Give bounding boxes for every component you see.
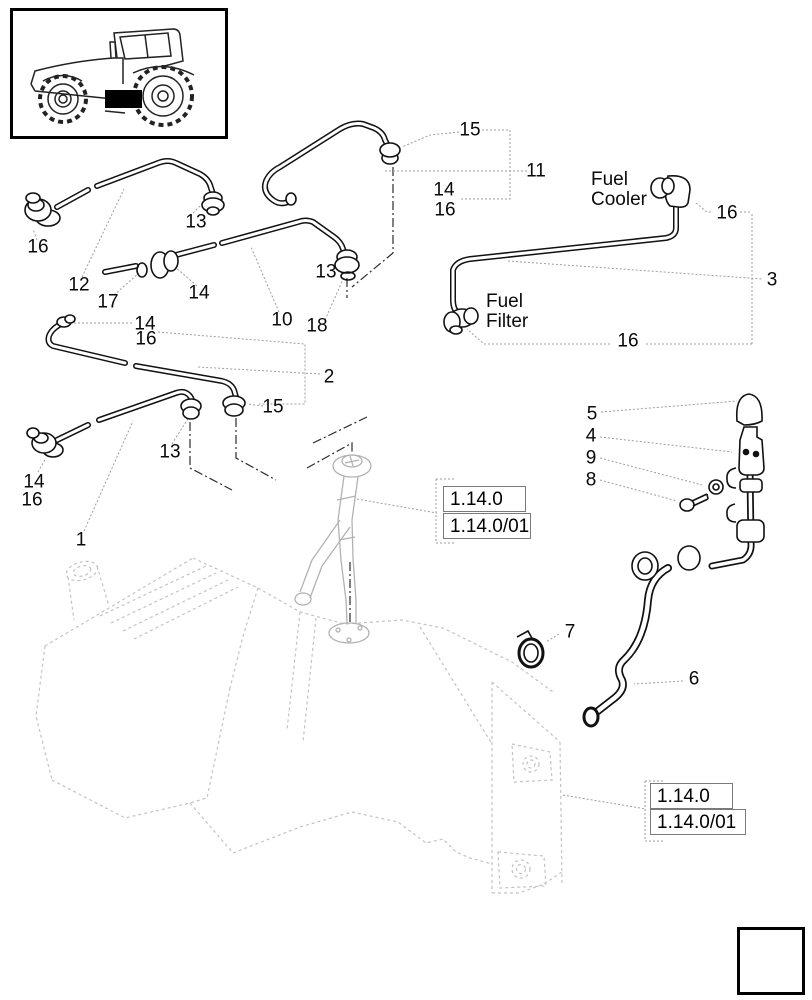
fuel-pipes	[45, 120, 755, 718]
pipe-10	[102, 217, 348, 275]
banjo-fitting-13-bottom	[180, 398, 202, 420]
vent-grommets	[631, 545, 701, 581]
callout-14-pipe2: 14	[134, 313, 156, 335]
nav-icon-frame[interactable]	[737, 927, 805, 995]
hose-6-end-cap	[582, 706, 600, 728]
callout-11: 11	[526, 160, 546, 182]
callout-5: 5	[586, 403, 598, 425]
fuel-tank-outline	[35, 557, 563, 894]
centerlines	[189, 167, 394, 624]
pipe-12	[54, 158, 216, 210]
washer-9	[708, 479, 724, 495]
callout-2: 2	[323, 366, 335, 388]
fuel-cooler-fitting	[650, 174, 691, 208]
callout-15-top: 15	[459, 119, 481, 141]
callout-15-pipe2: 15	[262, 396, 284, 418]
callout-16-filter: 16	[617, 330, 639, 352]
banjo-fitting-16-bottom-left	[26, 427, 64, 458]
callout-14-top: 14	[433, 179, 455, 201]
ref-box-1-14-0-mid: 1.14.0	[443, 486, 526, 512]
callout-17: 17	[97, 291, 119, 313]
fuel-filter-label: Fuel Filter	[486, 291, 529, 332]
pipe-1	[54, 388, 196, 443]
ref-box-1-14-0-bottom: 1.14.0	[650, 783, 733, 809]
hose-6	[590, 564, 672, 718]
callout-3: 3	[766, 269, 778, 291]
vent-cap-5	[735, 393, 763, 426]
ref-box-1-14-0-01-bottom: 1.14.0/01	[650, 809, 746, 835]
callout-4: 4	[585, 425, 597, 447]
callout-16-pipe12: 16	[27, 236, 49, 258]
fittings	[24, 142, 765, 728]
callout-16-cooler: 16	[716, 202, 738, 224]
vent-tube-couplings	[726, 467, 765, 543]
union-fitting-14	[150, 250, 179, 279]
banjo-fitting-15-bottom	[222, 395, 246, 417]
olive-ring-18	[340, 271, 356, 281]
callout-12: 12	[68, 274, 90, 296]
fuel-filter-fitting	[443, 307, 479, 335]
callout-7: 7	[564, 621, 576, 643]
callout-13-pipe10: 13	[315, 261, 337, 283]
banjo-fitting-16-left	[24, 192, 61, 227]
callout-14-pipe1: 14	[23, 471, 45, 493]
tractor-side-view	[30, 28, 195, 127]
tractor-thumbnail	[10, 8, 228, 139]
callout-14-pipe10: 14	[188, 282, 210, 304]
pipe-3	[450, 203, 679, 317]
callout-9: 9	[585, 447, 597, 469]
clamp-7	[516, 629, 545, 669]
pipe-11	[261, 120, 391, 207]
pipe-11-open-end	[285, 192, 297, 206]
olive-ring-17	[136, 262, 148, 278]
ref-box-1-14-0-01-mid: 1.14.0/01	[443, 513, 531, 539]
bolt-8	[679, 493, 709, 512]
nut-fitting-13-top	[201, 191, 225, 216]
callout-13-pipe12: 13	[185, 211, 207, 233]
callout-6: 6	[688, 668, 700, 690]
callout-8: 8	[585, 469, 597, 491]
fuel-sender-unit	[294, 454, 372, 644]
callout-10: 10	[271, 309, 293, 331]
pipe-2	[45, 320, 239, 400]
vent-valve-4	[738, 426, 765, 476]
callout-16-pipe1: 16	[21, 489, 43, 511]
nut-fitting-13-right	[334, 249, 360, 274]
callout-18: 18	[306, 315, 328, 337]
callout-13-pipe1: 13	[159, 441, 181, 463]
fuel-cooler-label: Fuel Cooler	[591, 169, 647, 210]
pipe-2-end-nut	[56, 314, 76, 328]
banjo-fitting-15-top	[379, 142, 401, 165]
callout-16-top: 16	[434, 199, 456, 221]
callout-16-pipe2: 16	[135, 328, 157, 350]
callout-1: 1	[75, 529, 87, 551]
vent-tube	[708, 468, 755, 570]
